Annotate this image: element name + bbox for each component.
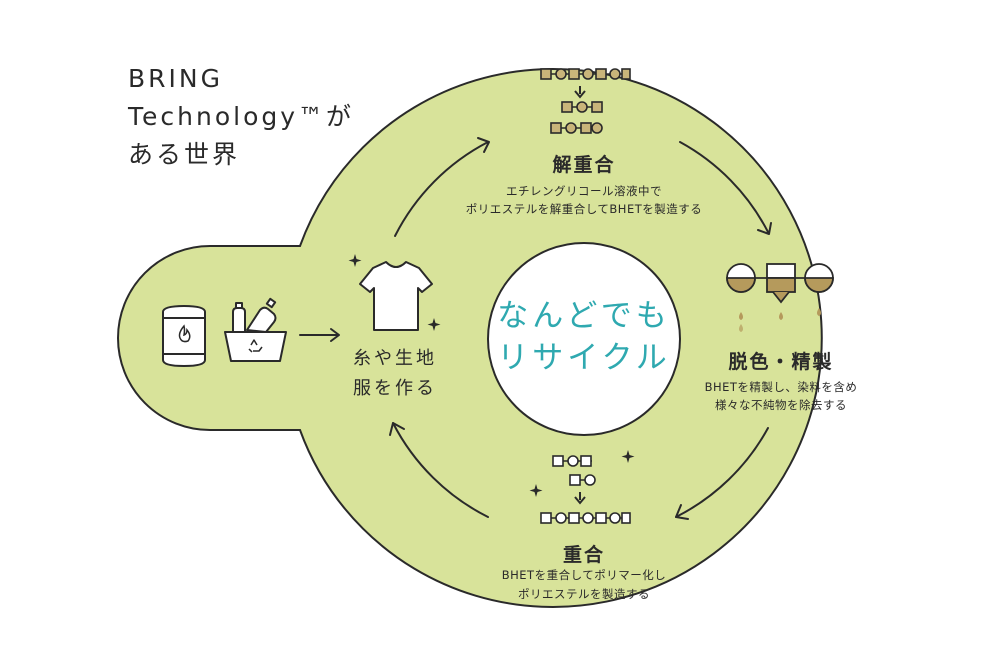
- tshirt-icon: [359, 261, 433, 331]
- heading-line-3: ある世界: [128, 140, 241, 169]
- depolymerization-title: 解重合: [552, 154, 616, 176]
- polymerization-desc-2: ポリエステルを製造する: [518, 587, 650, 601]
- polymerization-desc-1: BHETを重合してポリマー化し: [501, 568, 667, 582]
- arrow-to-polymerization: [675, 427, 769, 518]
- product-line-1: 糸や生地: [353, 348, 437, 369]
- recycle-basket-icon: [224, 297, 287, 362]
- sparkle-icon: [348, 254, 635, 497]
- center-line-2: リサイクル: [497, 340, 671, 376]
- center-line-1: なんどでも: [497, 298, 671, 334]
- polymerization-title: 重合: [562, 544, 606, 566]
- product-line-2: 服を作る: [353, 378, 437, 399]
- purification-desc-1: BHETを精製し、染料を含め: [704, 380, 858, 394]
- heading-line-2: Technology™が: [128, 102, 355, 131]
- oil-drum-icon: [162, 304, 206, 368]
- arrow-to-product: [392, 422, 489, 518]
- molecule-chain-icon: [540, 455, 631, 524]
- purification-title: 脱色・精製: [728, 351, 834, 373]
- depolymerization-desc-1: エチレングリコール溶液中で: [506, 184, 662, 198]
- arrow-to-purification: [679, 141, 769, 233]
- diagram-heading: BRING Technology™が ある世界: [128, 60, 354, 174]
- molecule-chain-icon: [540, 68, 631, 134]
- arrow-to-depolymerization: [394, 141, 489, 237]
- heading-line-1: BRING: [128, 64, 223, 93]
- depolymerization-desc-2: ポリエステルを解重合してBHETを製造する: [465, 202, 703, 216]
- cycle-arrows: [299, 137, 772, 520]
- drip-vessel-icon: [726, 263, 834, 332]
- purification-desc-2: 様々な不純物を除去する: [715, 398, 847, 412]
